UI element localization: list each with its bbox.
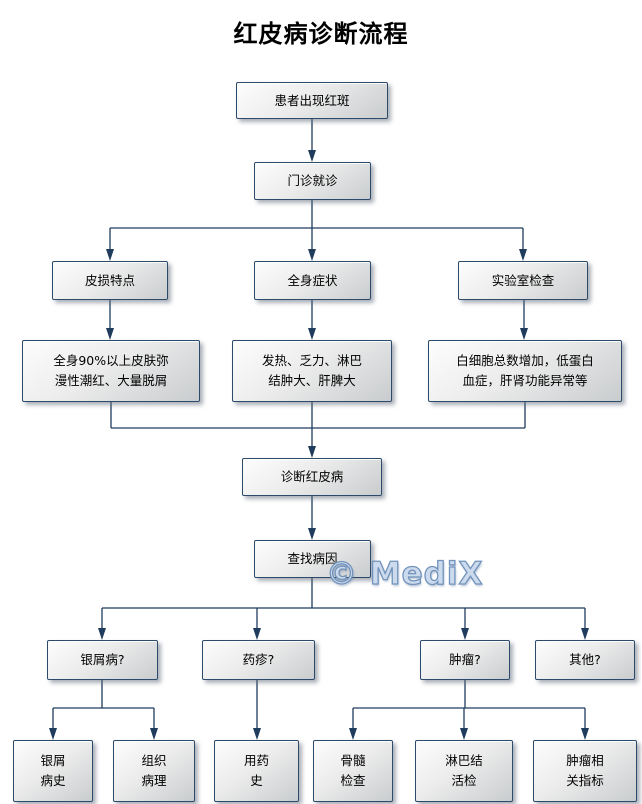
node-systemic-detail: 发热、乏力、淋巴 结肿大、肝脾大 xyxy=(232,340,392,402)
node-lymph-node-biopsy: 淋巴结 活检 xyxy=(415,740,513,802)
node-diagnosis: 诊断红皮病 xyxy=(242,458,382,496)
node-tumor-question: 肿瘤? xyxy=(420,640,510,680)
node-lab-detail: 白细胞总数增加，低蛋白 血症，肝肾功能异常等 xyxy=(428,340,622,402)
node-psoriasis-history: 银屑 病史 xyxy=(13,740,93,802)
node-lab-tests: 实验室检查 xyxy=(458,261,588,300)
node-bone-marrow-exam: 骨髓 检查 xyxy=(313,740,393,802)
node-patient-rash: 患者出现红斑 xyxy=(236,82,388,119)
node-skin-lesion-detail: 全身90%以上皮肤弥 漫性潮红、大量脱屑 xyxy=(22,340,200,402)
node-tumor-markers: 肿瘤相 关指标 xyxy=(533,740,637,802)
arrowheads xyxy=(49,150,589,740)
node-medication-history: 用药 史 xyxy=(214,740,299,802)
medix-watermark: © MediX xyxy=(325,555,484,592)
node-psoriasis-question: 银屑病? xyxy=(47,640,158,680)
node-systemic-symptoms: 全身症状 xyxy=(254,261,371,300)
node-outpatient-visit: 门诊就诊 xyxy=(254,162,371,200)
node-other-question: 其他? xyxy=(535,640,635,680)
node-drug-eruption-question: 药疹? xyxy=(202,640,315,680)
node-histopathology: 组织 病理 xyxy=(113,740,195,802)
node-skin-lesion: 皮损特点 xyxy=(52,261,168,300)
page-title: 红皮病诊断流程 xyxy=(233,20,409,48)
node-find-cause: 查找病因 xyxy=(254,540,371,578)
